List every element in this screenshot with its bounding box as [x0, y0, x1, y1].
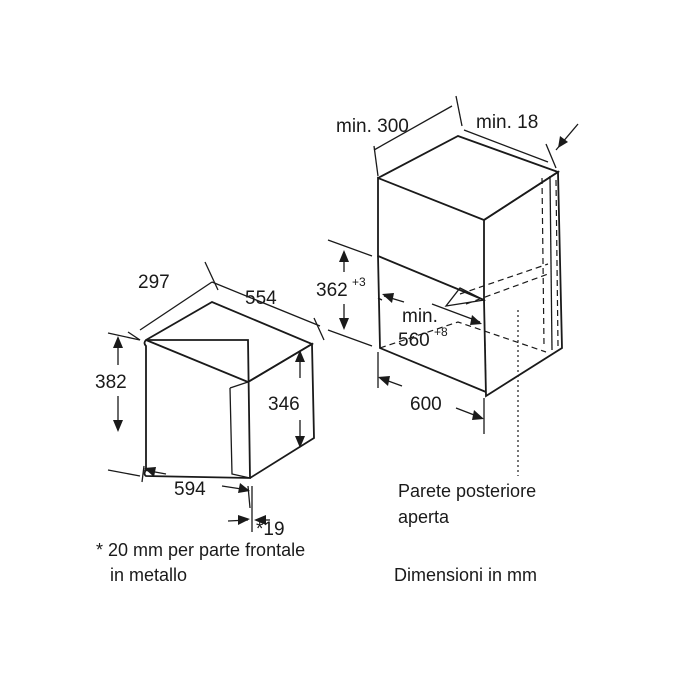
- cabinet-width-label: 600: [410, 394, 442, 415]
- dim-oven-depth: 297: [127, 261, 219, 341]
- dim-oven-width: 594: [141, 465, 251, 509]
- footnote-line1: * 20 mm per parte frontale: [96, 540, 305, 560]
- dim-oven-side: 554: [211, 281, 325, 341]
- dim-front-offset: *19: [227, 486, 285, 540]
- dim-oven-inner-height: 346: [268, 350, 305, 448]
- front-offset-label: *19: [256, 519, 285, 540]
- oven-side-label: 554: [245, 288, 277, 309]
- oven-height-label: 382: [95, 372, 127, 393]
- microwave-oven: [143, 300, 315, 479]
- niche-min-label: min.: [402, 306, 438, 327]
- dim-niche-height: 362 +3: [316, 239, 373, 347]
- dim-cabinet-min-side: min. 18: [463, 112, 579, 169]
- oven-width-label: 594: [174, 479, 206, 500]
- back-wall-note-line2: aperta: [398, 507, 450, 527]
- niche-height-label: 362: [316, 280, 348, 301]
- oven-top-face: [145, 300, 314, 383]
- niche-width-label: 560: [398, 330, 430, 351]
- dim-niche-width: min. 560 +8: [382, 293, 482, 351]
- oven-depth-label: 297: [138, 272, 170, 293]
- niche-width-tolerance: +8: [434, 325, 448, 339]
- cabinet-min-side-label: min. 18: [476, 112, 538, 133]
- dim-oven-height: 382: [95, 332, 141, 477]
- oven-inner-height-label: 346: [268, 394, 300, 415]
- dim-cabinet-min-depth: min. 300: [336, 95, 463, 177]
- niche-height-tolerance: +3: [352, 275, 366, 289]
- cabinet: [377, 135, 563, 398]
- oven-top-front-edge: [145, 339, 249, 383]
- cabinet-upper-top: [377, 135, 561, 221]
- footnote-line2: in metallo: [110, 565, 187, 585]
- oven-control-panel: [229, 381, 251, 479]
- oven-side-face: [247, 342, 315, 479]
- units-note: Dimensioni in mm: [394, 565, 537, 585]
- cabinet-min-depth-label: min. 300: [336, 116, 409, 137]
- back-wall-note-line1: Parete posteriore: [398, 481, 536, 501]
- cabinet-upper-front: [377, 176, 485, 302]
- dim-cabinet-width: 600: [377, 352, 485, 434]
